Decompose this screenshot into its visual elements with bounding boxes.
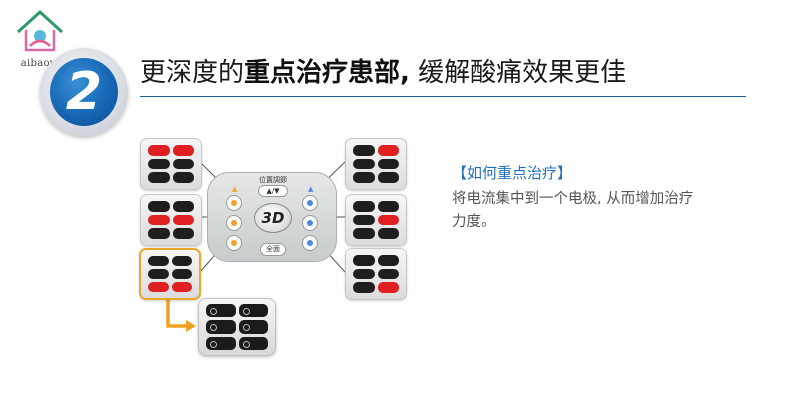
electrode-cell [148, 172, 170, 183]
electrode-cell [353, 255, 375, 266]
focused-electrode-pad [198, 298, 276, 356]
page-title: 更深度的重点治疗患部, 缓解酸痛效果更佳 [140, 52, 626, 89]
brand-logo: aibaoyl [8, 6, 72, 72]
electrode-cell [171, 269, 192, 279]
full-button[interactable]: 全面 [260, 243, 286, 256]
electrode-cell [172, 158, 194, 170]
electrode-pad-right-3 [345, 248, 407, 300]
electrode-cell [377, 158, 399, 170]
step-badge: 2 [40, 48, 128, 136]
title-part-1: 更深度的 [140, 58, 245, 88]
electrode-cell [353, 268, 375, 280]
up-down-button[interactable]: ▲/▼ [258, 185, 288, 197]
electrode-cell [148, 201, 170, 212]
electrode-cell [172, 201, 194, 212]
electrode-cell-active [172, 214, 194, 226]
3d-button[interactable]: 3D [254, 203, 292, 233]
info-heading: 【如何重点治疗】 [452, 164, 573, 182]
electrode-cell [148, 256, 169, 266]
electrode-cell-active [377, 214, 399, 226]
electrode-cell [148, 158, 170, 170]
left-button-3[interactable] [226, 235, 242, 251]
blue-up-icon: ▲ [308, 185, 314, 193]
electrode-cell [377, 201, 399, 212]
electrode-pad-right-1 [345, 138, 407, 190]
electrode-cell-active [172, 145, 194, 156]
electrode-cell [377, 255, 399, 266]
electrode-cell [148, 228, 170, 239]
title-divider [140, 96, 746, 97]
position-adjust-label: 位置調節 [259, 176, 287, 184]
electrode-cell-active [148, 145, 170, 156]
electrode-cell [353, 228, 375, 239]
electrode-cell [377, 228, 399, 239]
right-button-3[interactable] [302, 235, 318, 251]
electrode-pad-right-2 [345, 194, 407, 246]
electrode-pad-left-1 [140, 138, 202, 190]
electrode-cell [353, 145, 375, 156]
title-part-3: 缓解酸痛效果更佳 [409, 58, 627, 88]
electrode-cell [172, 172, 194, 183]
electrode-cell-active [148, 214, 170, 226]
electrode-cell-active [377, 145, 399, 156]
remote-controller: 位置調節 ▲/▼ ▲ ▲ 3D 全面 [207, 172, 337, 262]
logo-icon [16, 10, 64, 52]
title-part-2: 重点治疗患部, [244, 58, 410, 88]
electrode-cell [172, 228, 194, 239]
right-button-2[interactable] [302, 215, 318, 231]
orange-up-icon: ▲ [232, 185, 238, 193]
electrode-cell [377, 268, 399, 280]
electrode-cell [377, 172, 399, 183]
logo-text: aibaoyl [20, 58, 60, 69]
left-button-1[interactable] [226, 195, 242, 211]
electrode-cell-active [148, 282, 169, 292]
electrode-cell [353, 201, 375, 212]
electrode-pad-left-2 [140, 194, 202, 246]
right-button-1[interactable] [302, 195, 318, 211]
electrode-cell [353, 172, 375, 183]
left-button-2[interactable] [226, 215, 242, 231]
electrode-cell [353, 158, 375, 170]
electrode-pad-left-3-selected [139, 248, 201, 300]
electrode-cell-active [377, 282, 399, 293]
electrode-cell-active [171, 282, 192, 292]
electrode-cell [353, 214, 375, 226]
step-number: 2 [50, 58, 118, 126]
electrode-cell [148, 269, 169, 279]
electrode-cell [353, 282, 375, 293]
electrode-cell [171, 256, 192, 266]
info-body: 将电流集中到一个电极, 从而增加治疗力度。 [452, 191, 694, 230]
